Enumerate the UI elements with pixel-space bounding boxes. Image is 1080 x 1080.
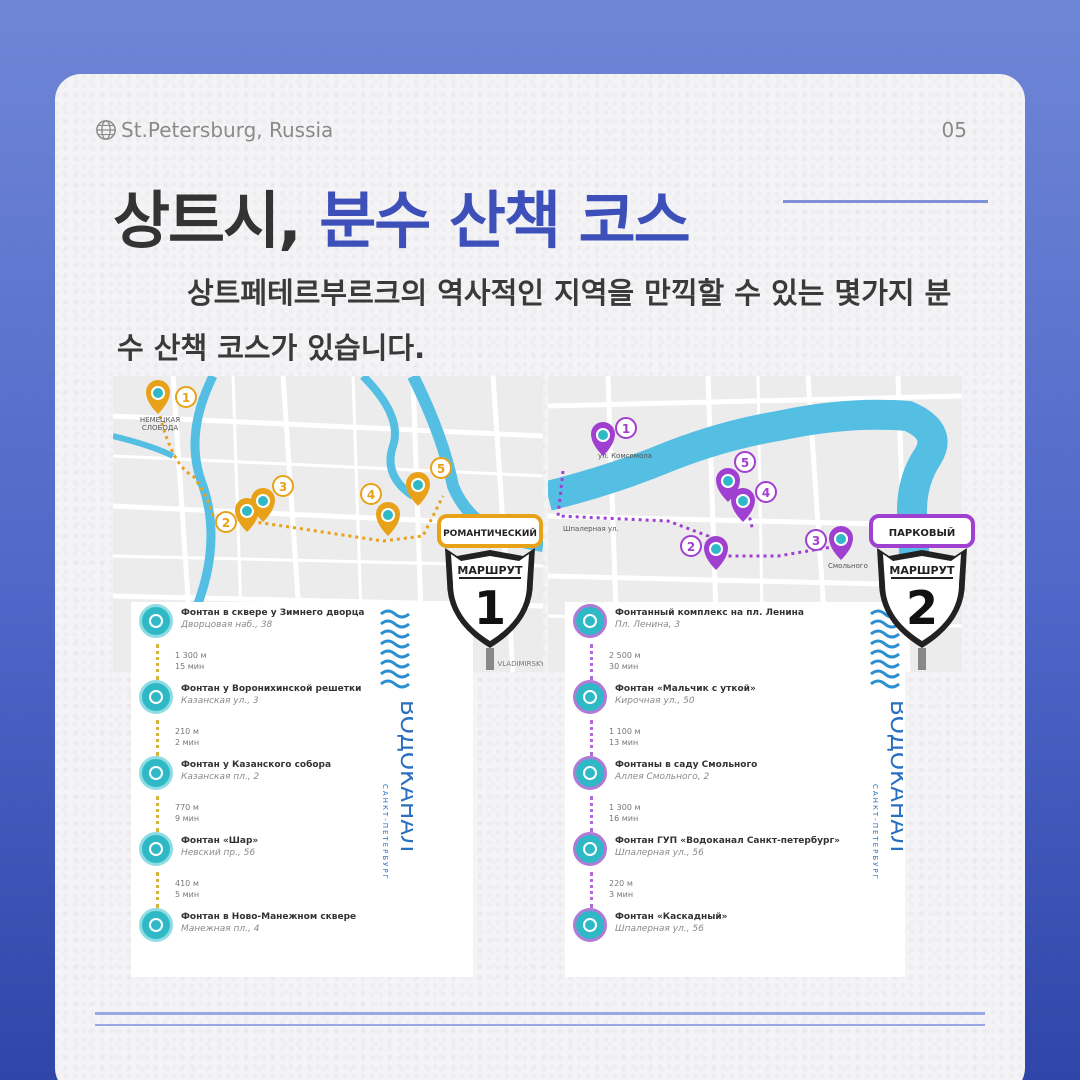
fountain-icon (139, 832, 173, 866)
list-item: Фонтан «Мальчик с уткой»Кирочная ул., 50 (573, 680, 756, 714)
svg-text:1: 1 (182, 391, 190, 405)
fountain-icon (139, 908, 173, 942)
route-connector (590, 796, 593, 832)
fountain-icon (573, 604, 607, 638)
svg-text:СЛОБОДА: СЛОБОДА (142, 424, 178, 432)
footer-rule (95, 1012, 985, 1015)
location-header: St.Petersburg, Russia (95, 118, 333, 142)
svg-text:ул. Комсомола: ул. Комсомола (598, 452, 652, 460)
svg-text:МАРШРУТ: МАРШРУТ (889, 564, 955, 577)
svg-text:САНКТ-ПЕТЕРБУРГ: САНКТ-ПЕТЕРБУРГ (381, 784, 389, 881)
vodokanal-logo: ВОДОКАНАЛ САНКТ-ПЕТЕРБУРГ (870, 609, 903, 881)
svg-text:НЕМЕЦКАЯ: НЕМЕЦКАЯ (140, 416, 180, 424)
list-item: Фонтан «Шар»Невский пр., 56 (139, 832, 258, 866)
route-connector (590, 644, 593, 680)
title-highlight: 분수 산책 코스 (319, 184, 690, 257)
title-rule (783, 200, 988, 203)
svg-text:Смольного: Смольного (828, 562, 868, 570)
fountain-icon (139, 604, 173, 638)
description: 상트페테르부르크의 역사적인 지역을 만끽할 수 있는 몇가지 분수 산책 코스… (117, 276, 952, 365)
svg-text:4: 4 (367, 488, 375, 502)
list-item: Фонтан ГУП «Водоканал Санкт-петербург»Шп… (573, 832, 840, 866)
svg-text:ВОДОКАНАЛ: ВОДОКАНАЛ (395, 700, 413, 852)
title-prefix: 상트시, (113, 184, 320, 257)
fountain-icon (573, 832, 607, 866)
route-connector (156, 644, 159, 680)
svg-text:1: 1 (622, 422, 630, 436)
page-title: 상트시, 분수 산책 코스 (113, 170, 691, 260)
svg-text:2: 2 (222, 516, 230, 530)
svg-text:4: 4 (762, 486, 770, 500)
route-connector (156, 796, 159, 832)
svg-text:ПАРКОВЫЙ: ПАРКОВЫЙ (889, 526, 955, 539)
route-connector (156, 872, 159, 908)
fountain-icon (139, 756, 173, 790)
content-card: St.Petersburg, Russia 05 상트시, 분수 산책 코스 상… (55, 74, 1025, 1080)
vodokanal-logo: ВОДОКАНАЛ САНКТ-ПЕТЕРБУРГ (380, 609, 413, 881)
svg-text:САНКТ-ПЕТЕРБУРГ: САНКТ-ПЕТЕРБУРГ (871, 784, 879, 881)
globe-icon (96, 120, 116, 140)
svg-text:5: 5 (437, 462, 445, 476)
route-connector (590, 720, 593, 756)
page-number: 05 (941, 118, 967, 142)
svg-text:5: 5 (741, 456, 749, 470)
fountain-icon (573, 908, 607, 942)
svg-text:2: 2 (906, 581, 938, 635)
svg-text:Шпалерная ул.: Шпалерная ул. (563, 525, 619, 533)
location-text: St.Petersburg, Russia (121, 118, 334, 142)
route-connector (156, 720, 159, 756)
route-connector (590, 872, 593, 908)
list-item: Фонтан «Каскадный»Шпалерная ул., 56 (573, 908, 727, 942)
fountain-icon (573, 680, 607, 714)
svg-text:МАРШРУТ: МАРШРУТ (457, 564, 523, 577)
svg-text:2: 2 (687, 540, 695, 554)
svg-text:ВОДОКАНАЛ: ВОДОКАНАЛ (885, 700, 903, 852)
svg-text:3: 3 (279, 480, 287, 494)
svg-text:1: 1 (474, 581, 506, 635)
svg-text:3: 3 (812, 534, 820, 548)
footer-rule (95, 1024, 985, 1026)
fountain-icon (139, 680, 173, 714)
fountain-icon (573, 756, 607, 790)
svg-text:VLADIMIRSKY: VLADIMIRSKY (497, 660, 543, 668)
svg-text:РОМАНТИЧЕСКИЙ: РОМАНТИЧЕСКИЙ (443, 527, 537, 539)
route2-sign: ПАРКОВЫЙ МАРШРУТ 2 (869, 514, 975, 670)
route1-sign: РОМАНТИЧЕСКИЙ МАРШРУТ 1 (437, 514, 543, 670)
route2-pins: 1 5 4 2 3 (591, 417, 853, 570)
